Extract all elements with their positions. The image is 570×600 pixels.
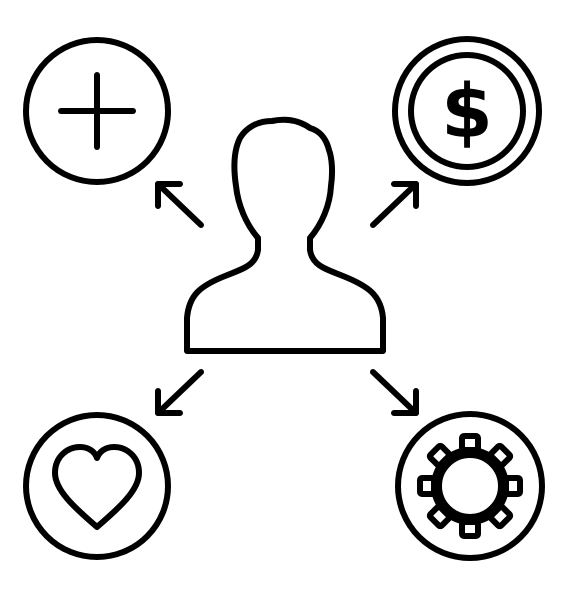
heart-circle-icon bbox=[23, 412, 171, 560]
dollar-symbol: $ bbox=[441, 69, 493, 155]
arrow-down-right-icon bbox=[370, 369, 419, 416]
arrow-up-right-icon bbox=[370, 181, 419, 228]
arrow-down-left-icon bbox=[155, 369, 204, 416]
gear-circle-icon bbox=[395, 411, 545, 561]
plus-circle-icon bbox=[23, 37, 171, 185]
dollar-coin-icon: $ bbox=[392, 36, 542, 186]
arrow-up-left-icon bbox=[155, 181, 204, 228]
person-bust-icon bbox=[184, 116, 386, 354]
